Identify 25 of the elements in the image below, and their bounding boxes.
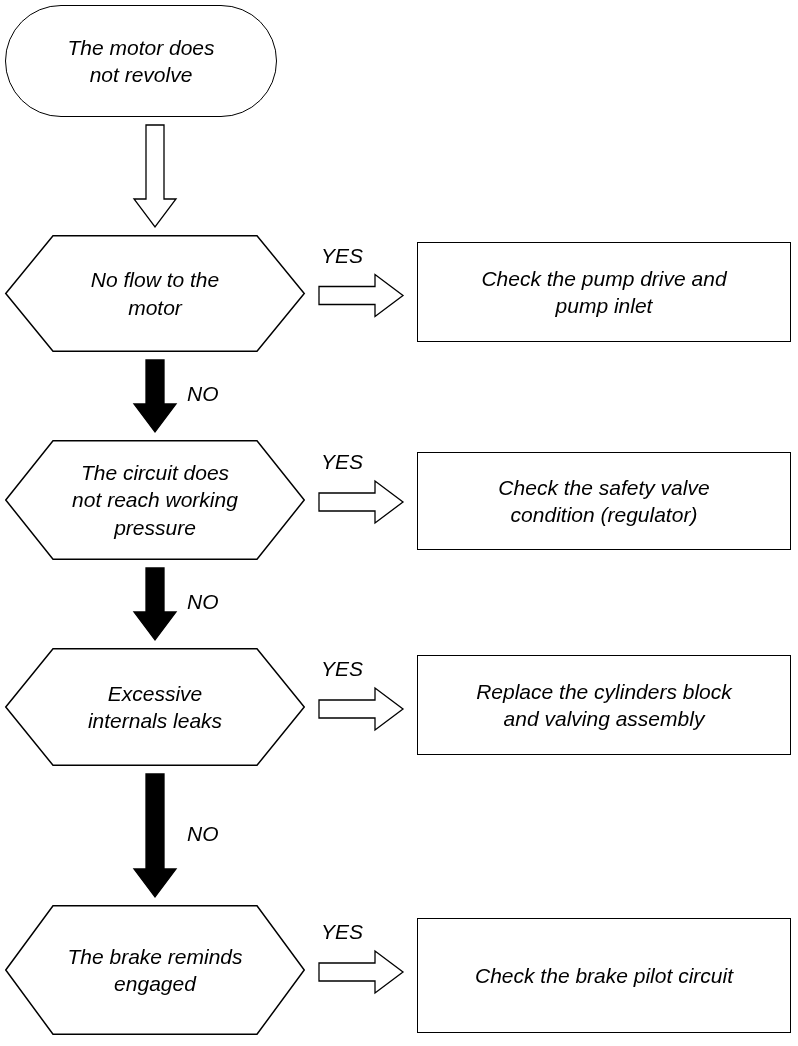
node-text: Check the pump drive and pump inlet — [480, 265, 728, 319]
decision-hexagon — [5, 440, 305, 560]
block-arrow — [132, 567, 178, 642]
block-arrow — [132, 124, 178, 229]
action-box — [417, 242, 791, 342]
node-text: Excessive internals leaks — [86, 680, 224, 734]
node-text: Check the safety valve condition (regulator) — [497, 474, 711, 528]
action-box — [417, 655, 791, 755]
node-text: No flow to the motor — [89, 267, 221, 321]
block-arrow — [132, 359, 178, 434]
action-box — [417, 918, 791, 1033]
node-text: Check the brake pilot circuit — [475, 962, 733, 989]
node-text: The brake reminds engaged — [67, 943, 243, 997]
node-text: The circuit does not reach working pressure — [71, 460, 239, 541]
block-arrow — [318, 479, 405, 525]
block-arrow — [318, 273, 405, 318]
block-arrow — [132, 773, 178, 899]
node-text: Replace the cylinders block and valving assembly — [475, 678, 734, 732]
decision-hexagon — [5, 648, 305, 766]
block-arrow — [318, 949, 405, 995]
decision-hexagon — [5, 905, 305, 1035]
block-arrow — [318, 686, 405, 732]
node-text: The motor does not revolve — [66, 34, 216, 88]
action-box — [417, 452, 791, 550]
decision-hexagon — [5, 235, 305, 352]
